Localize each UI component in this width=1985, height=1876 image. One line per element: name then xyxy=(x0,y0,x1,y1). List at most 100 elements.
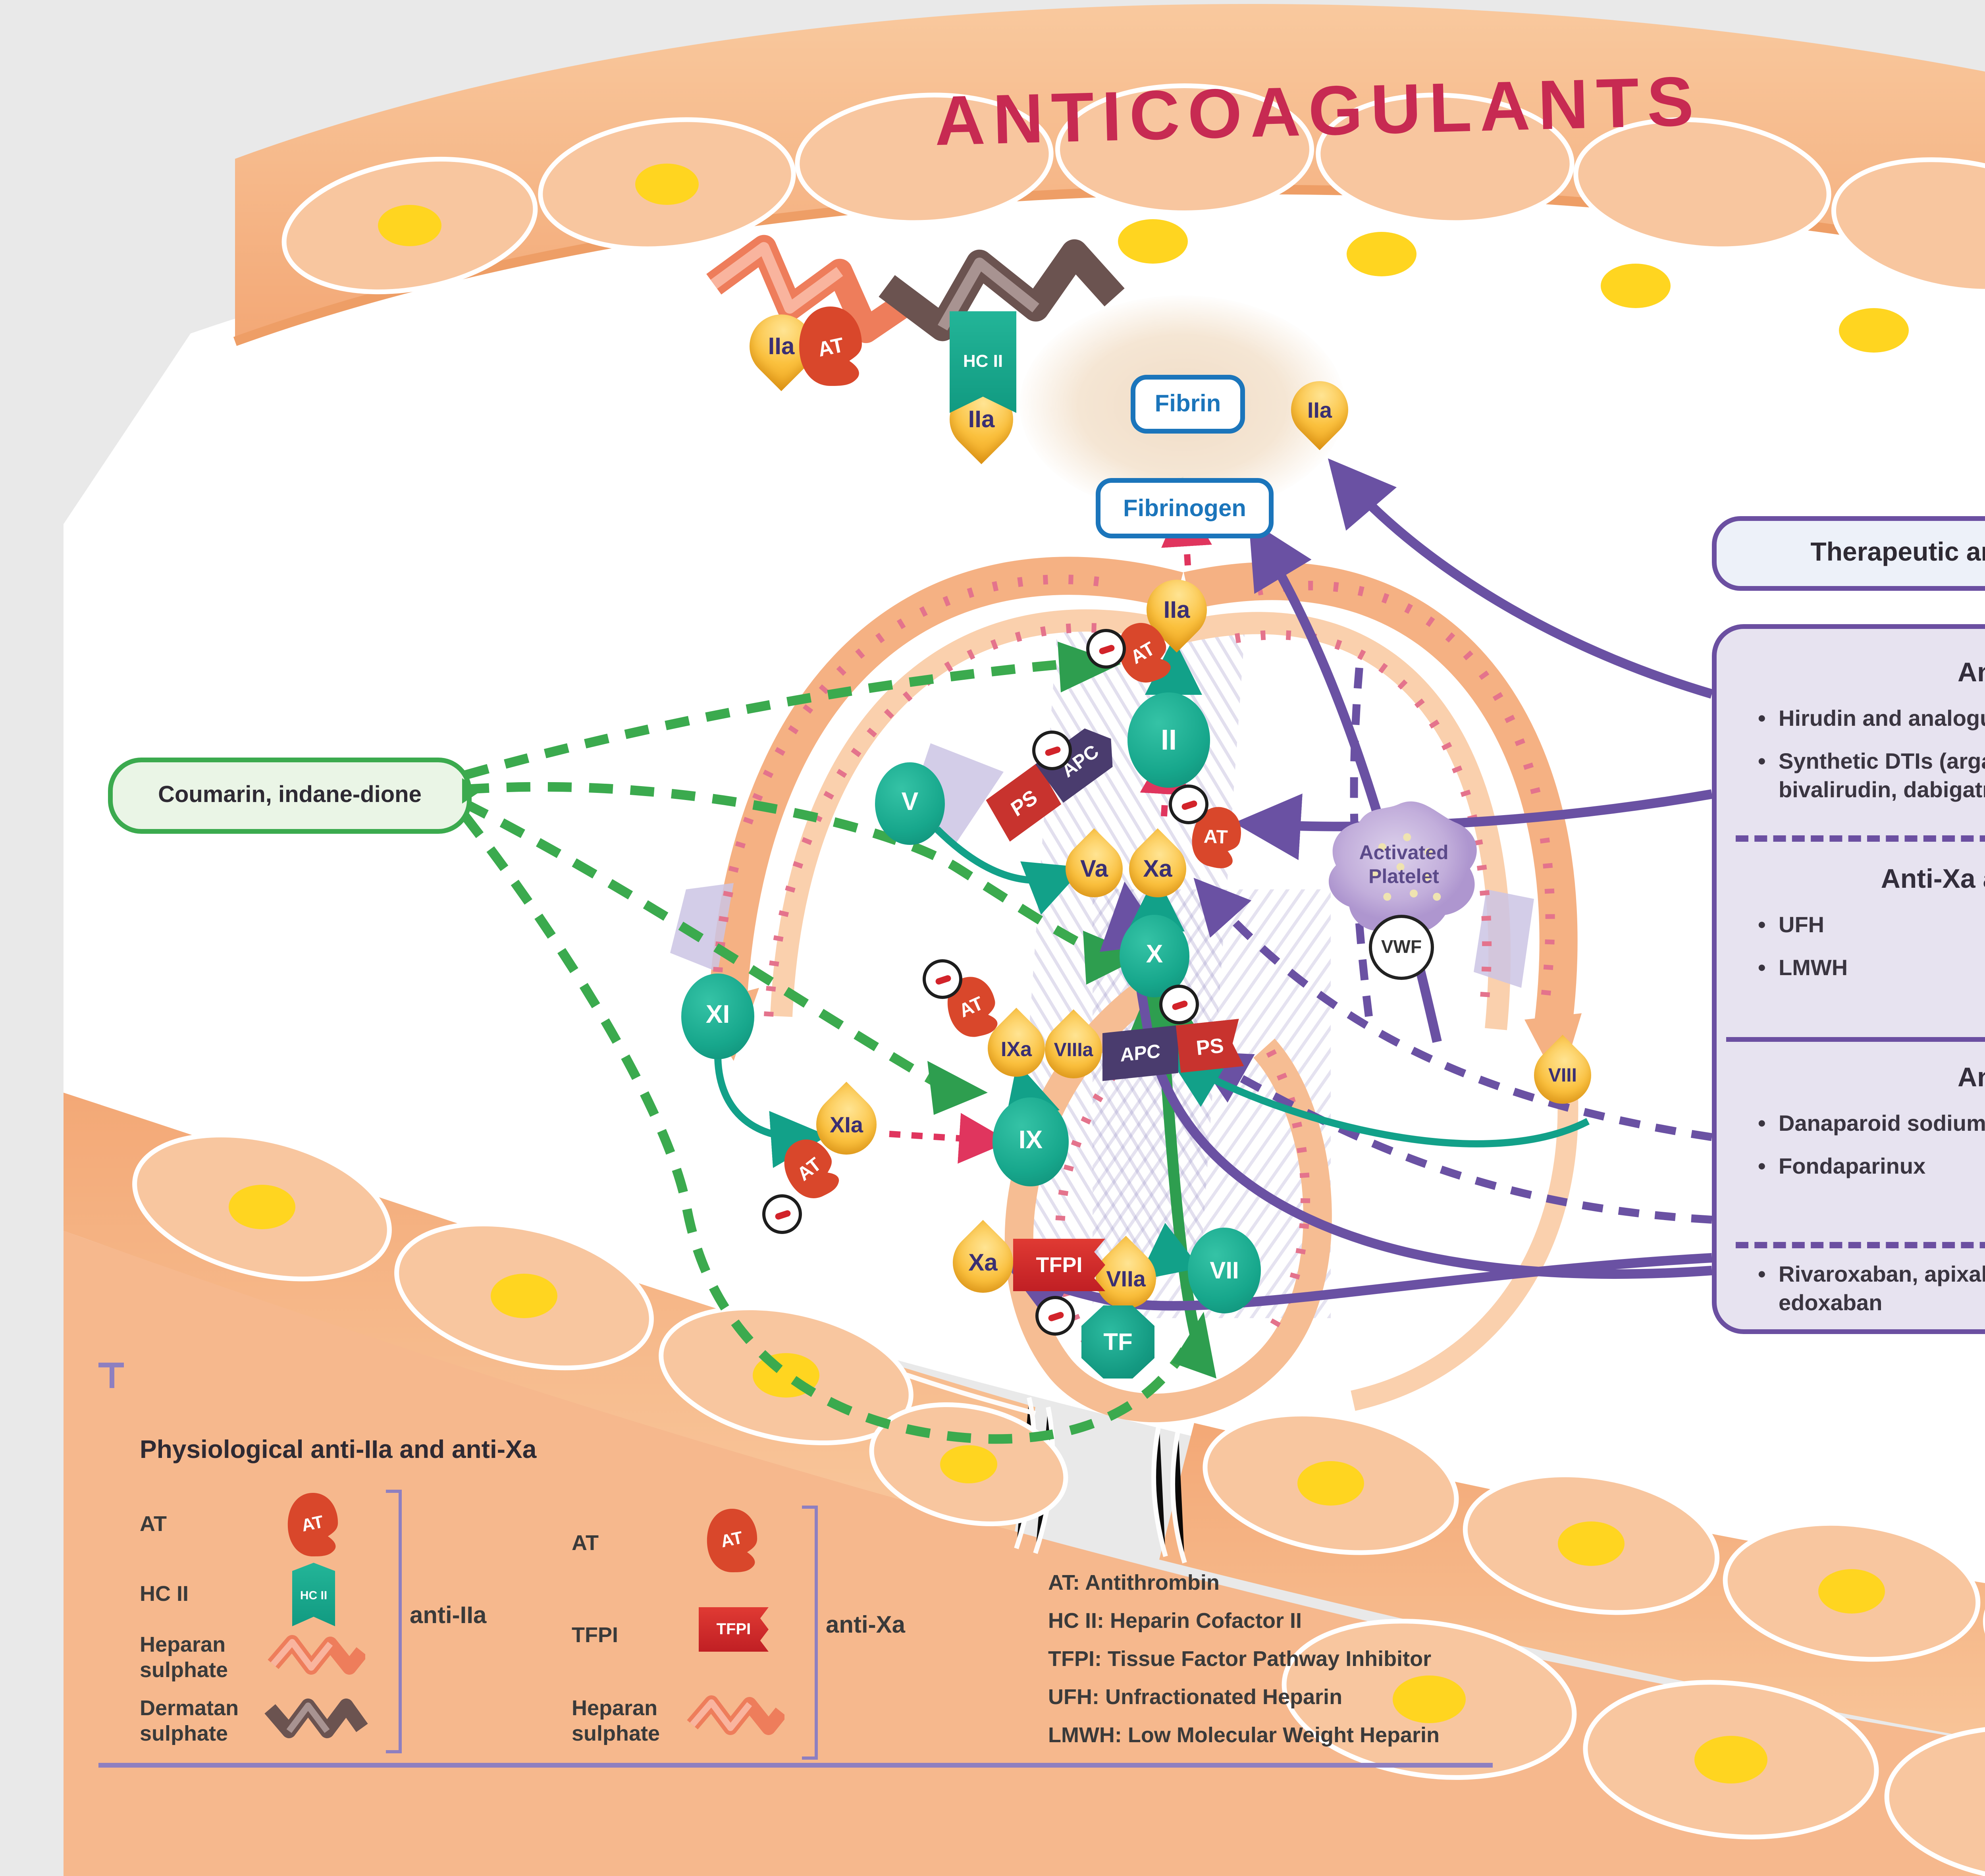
factor-xa-bottom-drop: Xa xyxy=(940,1220,1026,1305)
ps-segment: PS xyxy=(1176,1019,1244,1073)
ps-label: PS xyxy=(1195,1032,1225,1059)
drug-bullet: Hirudin and analogues (desirudin) xyxy=(1758,704,1985,732)
section-divider xyxy=(1736,1242,1985,1248)
fibrinogen-label: Fibrinogen xyxy=(1123,495,1246,522)
factor-iia-fibrin-drop: IIa xyxy=(1279,369,1360,450)
legend-heparan-label: Heparan sulphate xyxy=(140,1633,228,1682)
factor-ii-label: II xyxy=(1160,723,1177,755)
heparan-legend-icon-2 xyxy=(687,1695,784,1735)
drug-bullet: Fondaparinux xyxy=(1758,1151,1985,1180)
apc-segment: APC xyxy=(1102,1025,1178,1081)
section-divider xyxy=(1736,835,1985,842)
section-title: Anti-Xa xyxy=(1958,657,1985,688)
legend-hcii-label: HC II xyxy=(140,1582,189,1606)
section-title: Anti-Xa and Anti-IIa xyxy=(1881,864,1985,894)
activated-platelet-caption: Activated Platelet xyxy=(1328,842,1480,889)
factor-vii-label: VII xyxy=(1210,1257,1239,1284)
vwf-badge: VWF xyxy=(1369,915,1434,980)
tfpi-label: TFPI xyxy=(1036,1253,1083,1277)
factor-ix-node: IX xyxy=(992,1097,1069,1186)
vwf-label: VWF xyxy=(1381,938,1422,957)
tfpi-legend-icon: TFPI xyxy=(699,1607,769,1652)
inhibition-minus xyxy=(1035,1296,1075,1336)
heparan-strand-icon xyxy=(706,235,923,343)
panel-section-antixa-antiiia: Anti-Xa and Anti-IIa UFH LMWH Indirect e… xyxy=(1717,839,1985,1035)
factor-x-label: X xyxy=(1146,942,1163,969)
tfpi-label: TFPI xyxy=(716,1621,751,1638)
abbreviation-line: LMWH: Low Molecular Weight Heparin xyxy=(1048,1723,1440,1747)
factor-viii-drop: VIII xyxy=(1522,1035,1603,1116)
legend-corner-mark-v xyxy=(110,1363,114,1388)
inhibition-minus xyxy=(1169,785,1208,824)
panel-section-antixa-direct: Anti-Xa Hirudin and analogues (desirudin… xyxy=(1717,629,1985,835)
factor-viia-label: VIIa xyxy=(1106,1266,1146,1291)
panel-section-xabans: Rivaroxaban, apixaban, edoxaban Direct e… xyxy=(1717,1245,1985,1325)
coumarin-box: Coumarin, indane-dione xyxy=(108,758,472,834)
legend-divider xyxy=(98,1763,1493,1768)
apc-label: APC xyxy=(1120,1039,1160,1066)
abbreviation-line: AT: Antithrombin xyxy=(1048,1571,1220,1595)
section-divider xyxy=(1726,1037,1985,1042)
abbreviation-line: TFPI: Tissue Factor Pathway Inhibitor xyxy=(1048,1647,1432,1671)
at-label: AT xyxy=(1204,825,1229,849)
hcii-label: HC II xyxy=(963,353,1003,372)
ps-label: PS xyxy=(1006,783,1041,821)
coumarin-connector xyxy=(462,778,481,804)
abbreviation-line: HC II: Heparin Cofactor II xyxy=(1048,1609,1302,1633)
factor-xi-label: XI xyxy=(705,1002,730,1029)
inhibition-minus xyxy=(1032,731,1072,770)
anti-iia-bracket-label: anti-IIa xyxy=(410,1602,487,1629)
fibrin-label: Fibrin xyxy=(1154,391,1221,418)
inhibition-minus xyxy=(1086,629,1126,669)
factor-v-node: V xyxy=(875,762,945,845)
fibrin-box: Fibrin xyxy=(1131,375,1245,434)
drug-bullet: Synthetic DTIs (argatroban, bivalirudin,… xyxy=(1758,746,1985,804)
inhibition-minus xyxy=(923,959,962,999)
factor-xi-node: XI xyxy=(681,974,754,1059)
abbreviation-line: UFH: Unfractionated Heparin xyxy=(1048,1685,1343,1709)
factor-v-label: V xyxy=(901,789,919,816)
factor-viiia-label: VIIIa xyxy=(1054,1039,1093,1061)
drug-bullet: UFH xyxy=(1758,910,1985,939)
inhibition-minus xyxy=(1159,985,1199,1024)
factor-vii-node: VII xyxy=(1188,1228,1261,1313)
factor-ix-label: IX xyxy=(1018,1128,1043,1155)
section-title: Anti-Xa xyxy=(1958,1062,1985,1093)
factor-iia-label: IIa xyxy=(1307,397,1332,422)
dermatan-legend-icon xyxy=(264,1699,368,1738)
factor-xa-label: Xa xyxy=(1143,855,1172,882)
anti-xa-bracket xyxy=(802,1506,818,1760)
factor-va-label: Va xyxy=(1080,855,1108,882)
factor-xa-label: Xa xyxy=(968,1249,998,1276)
physiological-title: Physiological anti-IIa and anti-Xa xyxy=(140,1437,537,1464)
tissue-factor-node: TF xyxy=(1081,1305,1154,1379)
activated-platelet-icon xyxy=(1328,801,1477,934)
factor-xa-drop: Xa xyxy=(1117,828,1198,909)
factor-va-drop: Va xyxy=(1054,828,1135,909)
legend-tfpi-label: TFPI xyxy=(572,1623,618,1647)
legend-heparan2-label: Heparan sulphate xyxy=(572,1696,660,1745)
drug-bullet: Rivaroxaban, apixaban, edoxaban xyxy=(1758,1259,1985,1317)
at-inhibitor-xa: AT xyxy=(1183,801,1250,873)
factor-viii-label: VIII xyxy=(1548,1064,1577,1086)
anti-xa-bracket-label: anti-Xa xyxy=(826,1612,906,1639)
tf-label: TF xyxy=(1103,1328,1133,1355)
therapeutic-panel: Anti-Xa Hirudin and analogues (desirudin… xyxy=(1712,624,1985,1334)
hcii-label: HC II xyxy=(300,1587,328,1602)
therapeutic-header-label: Therapeutic anti-IIa and anti-Xa xyxy=(1810,538,1985,567)
at-inhibitor-top: AT xyxy=(794,307,867,386)
coumarin-label: Coumarin, indane-dione xyxy=(158,783,422,808)
inhibition-minus xyxy=(762,1194,802,1234)
at-legend-icon: AT xyxy=(286,1493,340,1556)
therapeutic-header: Therapeutic anti-IIa and anti-Xa xyxy=(1712,516,1985,591)
panel-section-antixa-indirect: Anti-Xa Danaparoid sodium Fondaparinux I… xyxy=(1717,1040,1985,1240)
factor-ii-node: II xyxy=(1127,692,1210,788)
at-inhibitor-ixa: AT xyxy=(939,972,1005,1042)
anti-iia-bracket xyxy=(386,1490,402,1753)
tfpi-ribbon: TFPI xyxy=(1013,1239,1105,1291)
platelet-line2: Platelet xyxy=(1368,866,1439,888)
abbreviations-list: AT: Antithrombin HC II: Heparin Cofactor… xyxy=(1048,1564,1440,1755)
dermatan-strand-icon xyxy=(879,239,1125,341)
legend-at2-label: AT xyxy=(572,1531,599,1555)
